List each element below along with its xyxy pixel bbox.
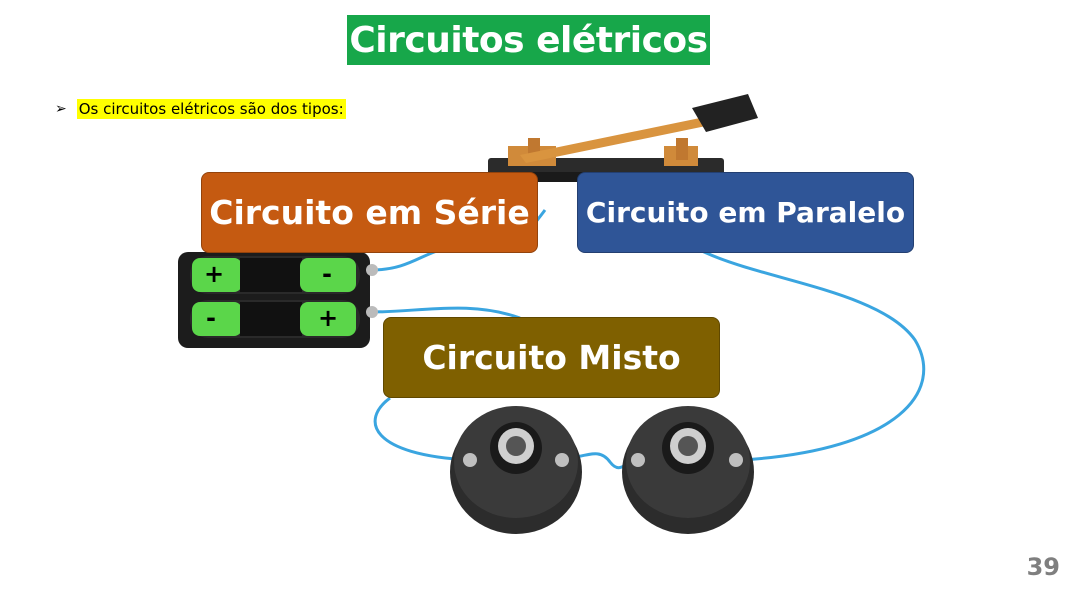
lamp-holder-right (622, 406, 754, 534)
lamp-holder-left (450, 406, 582, 534)
knife-switch (488, 94, 758, 182)
mixed-circuit-label: Circuito Misto (383, 317, 720, 398)
parallel-circuit-label: Circuito em Paralelo (577, 172, 914, 253)
slide-title: Circuitos elétricos (347, 15, 710, 65)
battery-pack: + - - + (178, 252, 378, 348)
battery-plus-label: + (204, 260, 224, 288)
arrow-bullet-icon: ➢ (55, 101, 67, 117)
bullet-text: Os circuitos elétricos são dos tipos: (76, 99, 346, 119)
bullet-item: ➢ Os circuitos elétricos são dos tipos: (55, 97, 346, 121)
battery-minus-label: - (206, 304, 216, 332)
battery-plus-label: + (318, 304, 338, 332)
series-circuit-label: Circuito em Série (201, 172, 538, 253)
page-number: 39 (1026, 553, 1060, 581)
battery-minus-label: - (322, 260, 332, 288)
